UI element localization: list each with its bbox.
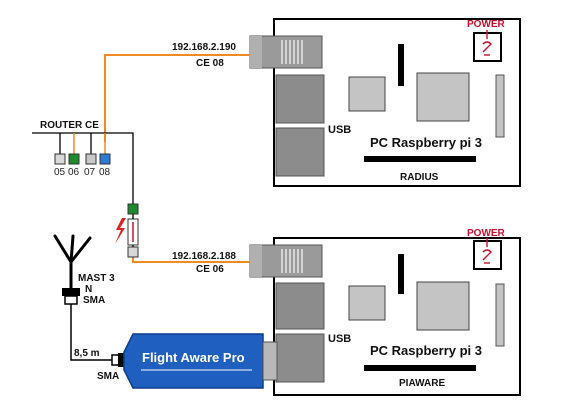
link-top-ip: 192.168.2.190 bbox=[172, 42, 236, 53]
router-bus bbox=[32, 132, 134, 204]
link-bottom-ip: 192.168.2.188 bbox=[172, 251, 236, 262]
surge-protector bbox=[127, 203, 139, 258]
pi-top-connector-bar bbox=[398, 44, 404, 86]
router-label: ROUTER CE bbox=[40, 120, 99, 131]
pi-bottom-power-label: POWER bbox=[467, 228, 506, 239]
pi-top-underline-bar bbox=[364, 156, 476, 162]
pi-top-board-label: PC Raspberry pi 3 bbox=[370, 135, 482, 150]
pi-bottom-connector-bar bbox=[398, 254, 404, 294]
pi-bottom-underline-bar bbox=[364, 365, 476, 371]
dongle-label: Flight Aware Pro bbox=[142, 350, 245, 365]
pi-bottom-power-icon bbox=[482, 238, 492, 264]
pi-top-board: USB PC Raspberry pi 3 RADIUS POWER bbox=[249, 18, 521, 187]
router-port-05-label: 05 bbox=[54, 167, 66, 178]
router-port-08-label: 08 bbox=[99, 167, 111, 178]
pi-bottom-gpio-strip bbox=[495, 283, 505, 347]
router-port-08 bbox=[99, 153, 111, 165]
pi-bottom-board-label: PC Raspberry pi 3 bbox=[370, 343, 482, 358]
pi-bottom-usb-port-2 bbox=[275, 333, 325, 383]
pi-bottom-usb-label: USB bbox=[328, 333, 351, 345]
link-top-ce: CE 08 bbox=[196, 58, 224, 69]
pi-bottom-name-label: PIAWARE bbox=[399, 378, 445, 389]
router-orange-drops bbox=[73, 133, 106, 154]
router-port-07 bbox=[85, 153, 97, 165]
n-label: N bbox=[85, 284, 92, 295]
pi-bottom-board: USB PC Raspberry pi 3 PIAWARE POWER bbox=[249, 228, 521, 396]
cable-length-label: 8,5 m bbox=[74, 348, 100, 359]
pi-top-power-label: POWER bbox=[467, 19, 506, 30]
pi-top-power-icon bbox=[482, 30, 492, 56]
sma-label-top: SMA bbox=[83, 295, 105, 306]
link-bottom-ce: CE 06 bbox=[196, 264, 224, 275]
router-port-06 bbox=[68, 153, 80, 165]
flightaware-dongle: Flight Aware Pro bbox=[123, 333, 278, 389]
sma-label-bottom: SMA bbox=[97, 371, 119, 382]
lightning-icon bbox=[115, 218, 126, 244]
pi-top-chip-small bbox=[348, 76, 386, 112]
router-port-07-label: 07 bbox=[84, 167, 96, 178]
mast-label: MAST 3 bbox=[78, 273, 115, 284]
pi-top-gpio-strip bbox=[495, 74, 505, 138]
coax-cable bbox=[70, 304, 118, 361]
router-port-06-label: 06 bbox=[68, 167, 80, 178]
pi-top-chip-large bbox=[416, 72, 470, 122]
router-port-05 bbox=[54, 153, 66, 165]
pi-top-name-label: RADIUS bbox=[400, 172, 439, 183]
pi-bottom-chip-small bbox=[348, 285, 386, 321]
pi-top-usb-label: USB bbox=[328, 124, 351, 136]
pi-top-usb-port-1 bbox=[275, 74, 325, 124]
router-ports bbox=[54, 153, 111, 165]
pi-top-usb-port-2 bbox=[275, 127, 325, 177]
ethernet-cable-top bbox=[104, 54, 250, 142]
pi-bottom-usb-port-1 bbox=[275, 282, 325, 330]
n-connector bbox=[62, 288, 80, 305]
antenna-icon bbox=[53, 234, 92, 290]
pi-bottom-chip-large bbox=[416, 281, 470, 331]
sma-connector bbox=[111, 353, 126, 367]
